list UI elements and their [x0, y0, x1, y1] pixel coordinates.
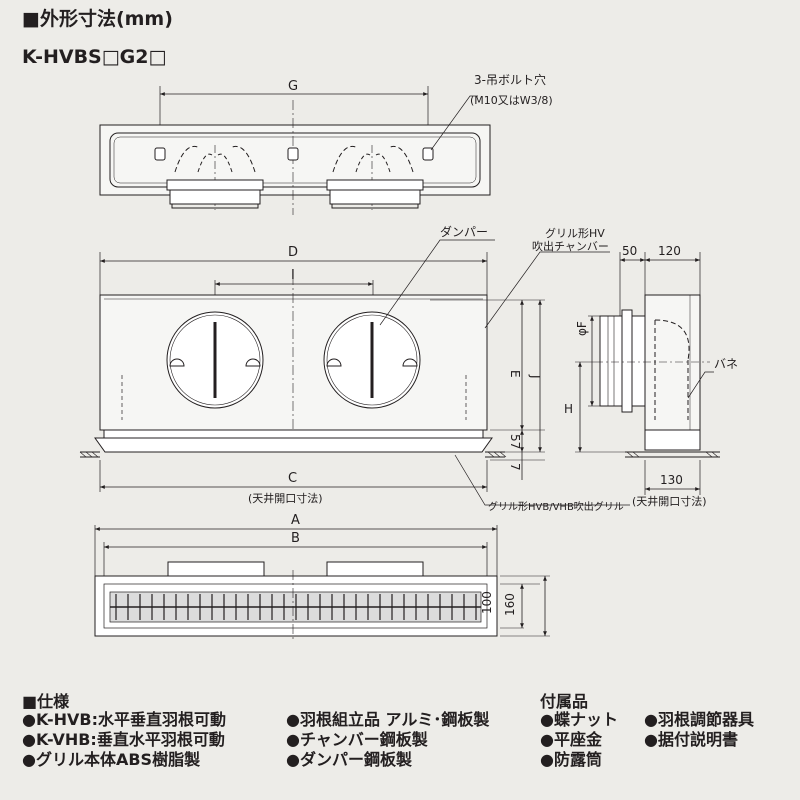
louver-vanes: [115, 594, 477, 620]
ceiling-opening-label: (天井開口寸法): [248, 491, 323, 505]
dim-phi-f: φF: [575, 321, 589, 336]
spec-item: ●羽根組立品 アルミ･鋼板製: [286, 710, 490, 729]
dim-130: 130: [660, 473, 683, 487]
front-view: [79, 239, 630, 506]
accessories-list-1: ●蝶ナット ●平座金 ●防露筒: [540, 710, 618, 770]
spec-item: ●チャンバー鋼板製: [286, 730, 428, 749]
dim-a: A: [291, 513, 300, 528]
bottom-view: [94, 525, 550, 640]
accessory-item: ●蝶ナット: [540, 710, 618, 729]
spec-item: ●K-HVB:水平垂直羽根可動: [22, 710, 226, 729]
dim-d: D: [288, 245, 298, 260]
dim-b: B: [291, 531, 300, 546]
spec-item: ●K-VHB:垂直水平羽根可動: [22, 730, 225, 749]
dim-160: 160: [503, 593, 517, 616]
spec-list-2: ●羽根組立品 アルミ･鋼板製 ●チャンバー鋼板製 ●ダンパー鋼板製: [286, 710, 489, 770]
dim-50: 50: [622, 244, 637, 258]
model-number: K-HVBS□G2□: [22, 46, 167, 68]
spring-label: バネ: [714, 357, 738, 371]
spec-heading: ■仕様: [22, 692, 70, 711]
spec-item: ●グリル本体ABS樹脂製: [22, 750, 201, 769]
dim-7: 7: [508, 463, 522, 471]
side-ceiling-opening-label: (天井開口寸法): [632, 494, 707, 508]
chamber-label-2: 吹出チャンバー: [532, 239, 609, 253]
dim-h: H: [564, 402, 573, 416]
accessory-item: ●据付説明書: [644, 730, 738, 749]
top-view: [99, 86, 491, 215]
bolt-hole-label: 3-吊ボルト穴: [474, 72, 546, 87]
page-title: ■外形寸法(mm): [22, 8, 173, 30]
bolt-hole-icon: [154, 147, 434, 161]
damper-right: [323, 311, 421, 409]
side-view: [575, 252, 720, 495]
spec-list-1: ●K-HVB:水平垂直羽根可動 ●K-VHB:垂直水平羽根可動 ●グリル本体AB…: [22, 710, 226, 770]
accessories-heading: 付属品: [540, 692, 589, 711]
dim-57: 57: [508, 434, 522, 449]
dim-i: I: [291, 268, 295, 283]
dim-j: J: [528, 374, 542, 379]
spec-item: ●ダンパー鋼板製: [286, 750, 412, 769]
dim-c: C: [288, 471, 297, 486]
bolt-hole-spec: (M10又はW3/8): [470, 94, 553, 107]
grille-label: グリル形HVB/VHB吹出グリル: [488, 500, 624, 513]
accessory-item: ●羽根調節器具: [644, 710, 754, 729]
accessories-list-2: ●羽根調節器具 ●据付説明書: [644, 710, 754, 750]
accessory-item: ●防露筒: [540, 750, 602, 769]
dim-120: 120: [658, 244, 681, 258]
dim-100: 100: [480, 591, 494, 614]
chamber-label-1: グリル形HV: [545, 226, 605, 240]
dim-g: G: [288, 79, 298, 94]
damper-label: ダンパー: [440, 224, 488, 239]
dim-e: E: [508, 370, 522, 378]
damper-left: [166, 311, 264, 409]
accessory-item: ●平座金: [540, 730, 602, 749]
